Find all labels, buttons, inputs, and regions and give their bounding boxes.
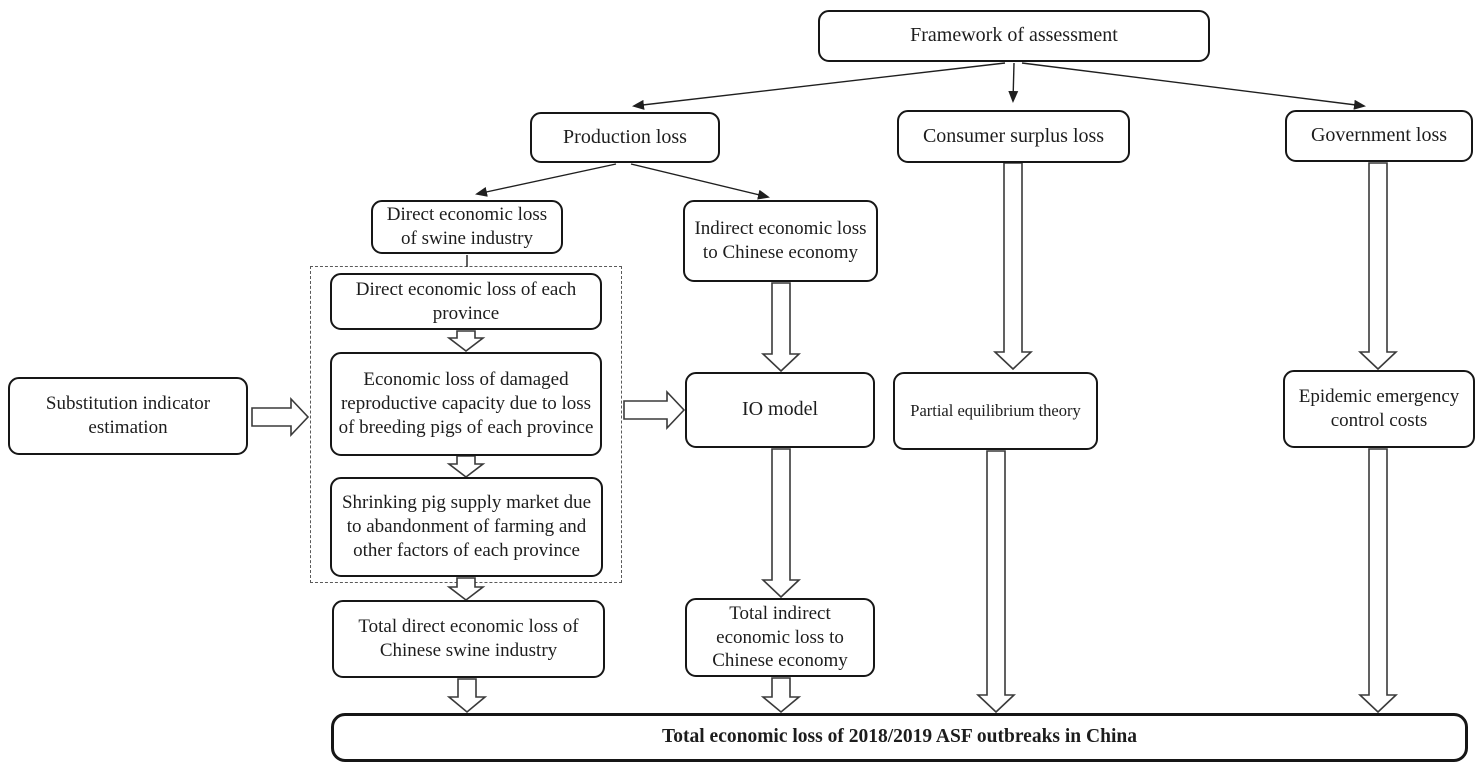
arrow-framework-to-production-loss <box>632 62 1006 110</box>
node-framework: Framework of assessment <box>818 10 1210 62</box>
block-arrow-reproductive-to-shrinking <box>446 455 486 479</box>
node-epidemic-costs: Epidemic emergency control costs <box>1283 370 1475 448</box>
node-total-direct-loss: Total direct economic loss of Chinese sw… <box>332 600 605 678</box>
arrow-production-to-direct-loss-swine <box>475 163 617 197</box>
block-arrow-epidemic-costs-to-total-loss <box>1357 448 1399 714</box>
node-indirect-loss-economy: Indirect economic loss to Chinese econom… <box>683 200 878 282</box>
block-arrow-io-model-to-total-indirect <box>760 448 802 599</box>
block-arrow-substitution-to-province-group <box>251 396 310 438</box>
node-substitution-indicator: Substitution indicator estimation <box>8 377 248 455</box>
node-direct-loss-province: Direct economic loss of each province <box>330 273 602 330</box>
block-arrow-province-group-to-io-model <box>623 389 686 431</box>
arrow-production-to-indirect-loss-economy <box>630 163 770 200</box>
block-arrow-partial-equilibrium-to-total-loss <box>975 450 1017 714</box>
block-arrow-government-to-epidemic-costs <box>1357 162 1399 371</box>
node-total-loss: Total economic loss of 2018/2019 ASF out… <box>331 713 1468 762</box>
block-arrow-province-to-reproductive <box>446 330 486 353</box>
arrow-framework-to-consumer-surplus-loss <box>1008 62 1019 103</box>
block-arrow-indirect-to-io-model <box>760 282 802 373</box>
node-partial-equilibrium: Partial equilibrium theory <box>893 372 1098 450</box>
node-reproductive-loss: Economic loss of damaged reproductive ca… <box>330 352 602 456</box>
node-total-indirect-loss: Total indirect economic loss to Chinese … <box>685 598 875 677</box>
block-arrow-consumer-to-partial-equilibrium <box>992 162 1034 371</box>
node-direct-loss-swine: Direct economic loss of swine industry <box>371 200 563 254</box>
node-shrinking-supply: Shrinking pig supply market due to aband… <box>330 477 603 577</box>
node-government-loss: Government loss <box>1285 110 1473 162</box>
block-arrow-shrinking-to-total-direct <box>446 577 486 602</box>
block-arrow-total-indirect-to-total-loss <box>760 677 802 714</box>
node-consumer-surplus-loss: Consumer surplus loss <box>897 110 1130 163</box>
block-arrow-total-direct-to-total-loss <box>446 678 488 714</box>
node-io-model: IO model <box>685 372 875 448</box>
arrow-framework-to-government-loss <box>1021 62 1366 110</box>
node-production-loss: Production loss <box>530 112 720 163</box>
